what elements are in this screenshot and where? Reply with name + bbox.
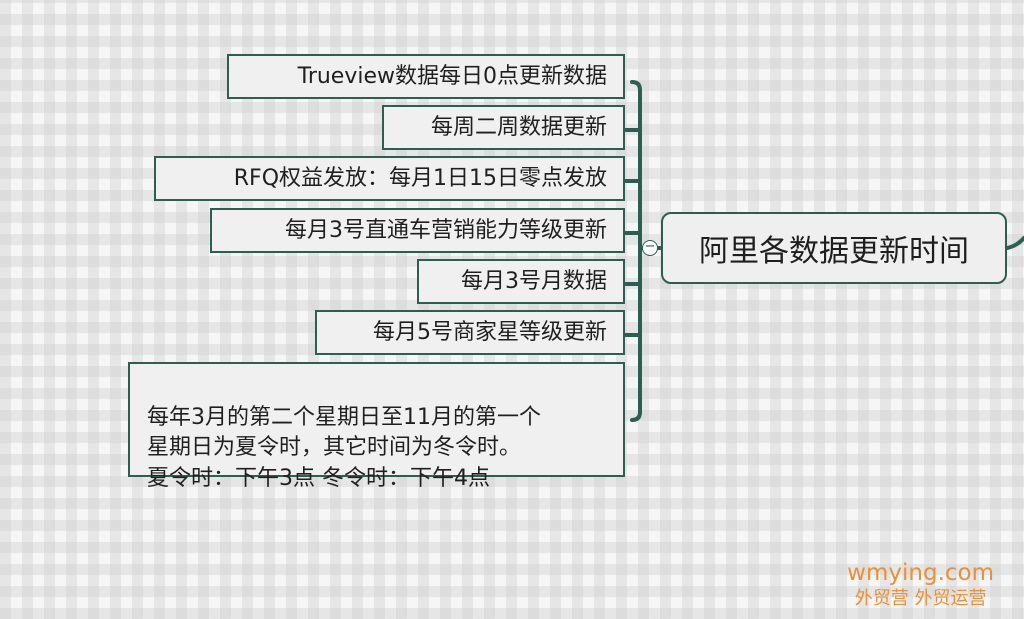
subtopic-label: 每月3号月数据 (461, 268, 607, 294)
central-topic-title: 阿里各数据更新时间 (699, 234, 969, 269)
subtopic-weekly-update[interactable]: 每周二周数据更新 (382, 105, 625, 150)
watermark-url: wmying.com (847, 560, 994, 586)
collapse-toggle-icon[interactable]: − (642, 240, 658, 256)
subtopic-label: 每年3月的第二个星期日至11月的第一个 星期日为夏令时，其它时间为冬令时。 夏令… (147, 404, 541, 491)
central-topic[interactable]: 阿里各数据更新时间 (661, 212, 1007, 284)
subtopic-rfq-rights[interactable]: RFQ权益发放：每月1日15日零点发放 (154, 156, 625, 201)
subtopic-p4p-level-update[interactable]: 每月3号直通车营销能力等级更新 (210, 208, 625, 253)
subtopic-merchant-star-update[interactable]: 每月5号商家星等级更新 (315, 310, 625, 355)
subtopic-daylight-saving-note[interactable]: 每年3月的第二个星期日至11月的第一个 星期日为夏令时，其它时间为冬令时。 夏令… (128, 362, 625, 491)
watermark: wmying.com 外贸营 外贸运营 (847, 559, 994, 611)
subtopic-label: Trueview数据每日0点更新数据 (297, 63, 607, 89)
subtopic-label: 每周二周数据更新 (430, 114, 607, 140)
subtopic-label: 每月5号商家星等级更新 (373, 319, 607, 345)
subtopic-trueview-update[interactable]: Trueview数据每日0点更新数据 (227, 54, 625, 99)
subtopic-label: RFQ权益发放：每月1日15日零点发放 (233, 165, 607, 191)
subtopic-monthly-data[interactable]: 每月3号月数据 (417, 259, 625, 304)
connector-right-exit (1005, 236, 1024, 250)
connector-trunk (630, 80, 642, 422)
subtopic-label: 每月3号直通车营销能力等级更新 (285, 217, 607, 243)
watermark-text: 外贸营 外贸运营 (854, 588, 987, 609)
